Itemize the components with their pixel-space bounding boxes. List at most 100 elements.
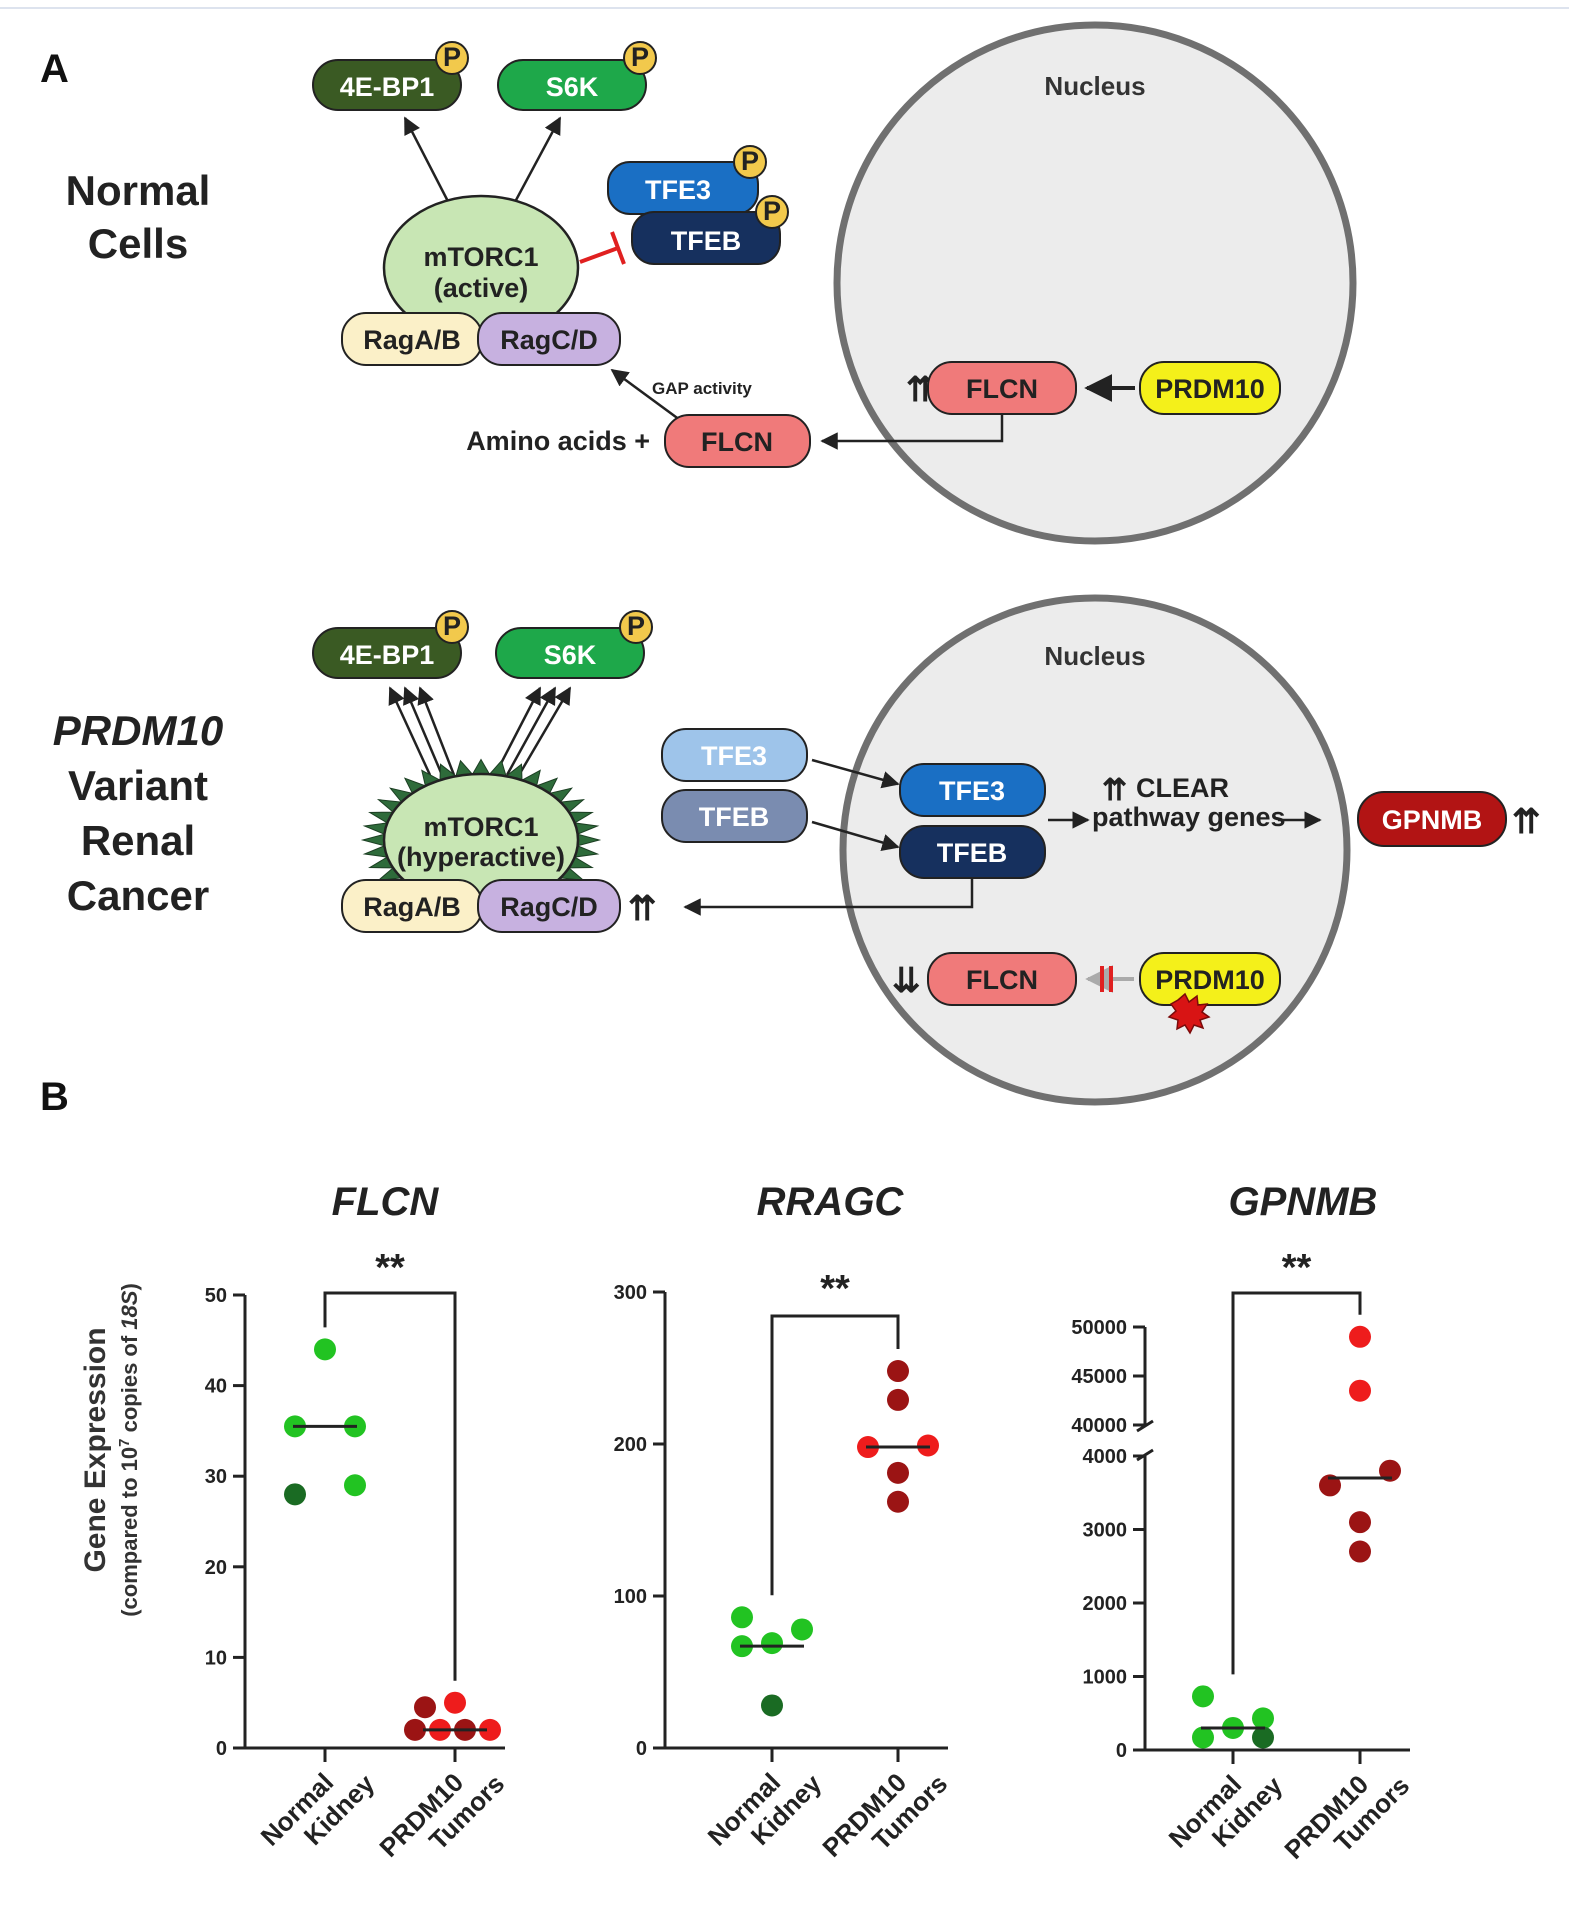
down-arrows-flcn: ⇊ (892, 962, 921, 1000)
y-tick-label: 40 (205, 1376, 227, 1398)
arrow-flcn-export (820, 414, 1004, 450)
gpnmb-label: GPNMB (1382, 805, 1483, 835)
data-point (1349, 1511, 1371, 1534)
data-point (444, 1691, 466, 1714)
arrow-mtorc1-s6k (506, 116, 562, 216)
y-axis-title-line2: (compared to 107 copies of 18S) (116, 1283, 142, 1617)
clear-label-1: CLEAR (1136, 773, 1229, 803)
data-point (1252, 1707, 1274, 1730)
mutation-star-icon (1167, 992, 1211, 1035)
data-point (404, 1718, 426, 1741)
y-tick-label: 4000 (1083, 1446, 1128, 1468)
tfeb-nuc-label: TFEB (937, 838, 1008, 868)
arrow-tfeb-ragc (683, 878, 974, 916)
hyperactive-arrows (388, 686, 572, 776)
phospho-label: P (443, 42, 461, 72)
ragc-box-normal (477, 312, 621, 366)
y-tick-label: 300 (614, 1282, 647, 1304)
y-tick-label: 50000 (1071, 1317, 1127, 1339)
chart-title: GPNMB (1229, 1180, 1378, 1224)
data-point (479, 1718, 501, 1741)
y-tick-label: 0 (636, 1738, 647, 1760)
phospho-4ebp1-normal (435, 41, 469, 75)
4ebp1-label-normal: 4E-BP1 (340, 72, 435, 102)
panel-a-letter: A (40, 47, 69, 91)
raga-label-normal: RagA/B (363, 325, 461, 355)
arrow-tfeb-import (811, 820, 900, 852)
y-tick-label: 2000 (1083, 1593, 1128, 1615)
phospho-label: P (443, 611, 461, 641)
ragc-label-normal: RagC/D (500, 325, 598, 355)
y-tick-label: 50 (205, 1285, 227, 1307)
4ebp1-label-variant: 4E-BP1 (340, 640, 435, 670)
ragc-label-variant: RagC/D (500, 892, 598, 922)
scatter-charts: FLCN01020304050NormalKidneyPRDM10Tumors*… (205, 1180, 1416, 1865)
prdm10-box-normal (1139, 361, 1281, 415)
s6k-label-variant: S6K (544, 640, 597, 670)
phospho-s6k-normal (623, 41, 657, 75)
phospho-tfe3-normal (733, 145, 767, 179)
nucleus-variant-label: Nucleus (1044, 641, 1145, 671)
data-point (1192, 1685, 1214, 1708)
significance-label: ** (375, 1247, 405, 1289)
data-point (1379, 1459, 1401, 1482)
phospho-4ebp1-variant (435, 610, 469, 644)
tfe3-nuc-box (899, 763, 1046, 817)
ragc-box-variant (477, 879, 621, 933)
tfe3-nuc-label: TFE3 (939, 776, 1005, 806)
data-point (917, 1434, 939, 1457)
mtorc1-label-normal: mTORC1 (423, 242, 538, 272)
data-point (761, 1632, 783, 1655)
variant-title-2: Variant (68, 762, 208, 809)
s6k-box-variant (495, 627, 645, 679)
s6k-box-normal (497, 59, 647, 111)
y-tick-label: 40000 (1071, 1415, 1127, 1437)
4ebp1-box-normal (312, 59, 462, 111)
up-arrows-gpnmb: ⇈ (1512, 803, 1541, 841)
data-point (1349, 1379, 1371, 1402)
prdm10-label-normal: PRDM10 (1155, 374, 1265, 404)
clear-label-2: pathway genes (1092, 802, 1286, 832)
flcn-nuc-label-variant: FLCN (966, 965, 1038, 995)
y-tick-label: 20 (205, 1557, 227, 1579)
data-point (1192, 1726, 1214, 1749)
tfeb-cyto-label: TFEB (699, 802, 770, 832)
significance-bracket (1231, 1291, 1362, 1675)
chart-title: RRAGC (757, 1180, 905, 1224)
tfeb-label-normal: TFEB (671, 226, 742, 256)
amino-acids-label: Amino acids + (466, 426, 650, 456)
nucleus-normal (833, 21, 1357, 545)
inhibition-bar (610, 231, 626, 265)
up-arrows-ragc: ⇈ (628, 890, 657, 928)
4ebp1-box-variant (312, 627, 462, 679)
y-tick-label: 30 (205, 1466, 227, 1488)
data-point (791, 1618, 813, 1641)
gap-activity-label: GAP activity (652, 379, 752, 398)
phospho-label: P (627, 611, 645, 641)
variant-title-3: Renal (81, 817, 195, 864)
flcn-cyto-label: FLCN (701, 427, 773, 457)
inhibition-line (579, 246, 619, 264)
panel-b-letter: B (40, 1075, 69, 1119)
y-tick-label: 10 (205, 1647, 227, 1669)
significance-label: ** (1282, 1247, 1312, 1289)
data-point (1319, 1474, 1341, 1497)
data-point (1252, 1726, 1274, 1749)
y-tick-label: 1000 (1083, 1667, 1128, 1689)
data-point (284, 1483, 306, 1506)
data-point (887, 1461, 909, 1484)
data-point (344, 1474, 366, 1497)
tfe3-cyto-box (661, 728, 808, 782)
flcn-nuc-box-variant (927, 952, 1077, 1006)
y-tick-label: 45000 (1071, 1366, 1127, 1388)
tfe3-cyto-label: TFE3 (701, 741, 767, 771)
data-point (887, 1388, 909, 1411)
chart-title: FLCN (332, 1180, 440, 1224)
raga-label-variant: RagA/B (363, 892, 461, 922)
flcn-nuc-label-normal: FLCN (966, 374, 1038, 404)
y-tick-label: 200 (614, 1434, 647, 1456)
